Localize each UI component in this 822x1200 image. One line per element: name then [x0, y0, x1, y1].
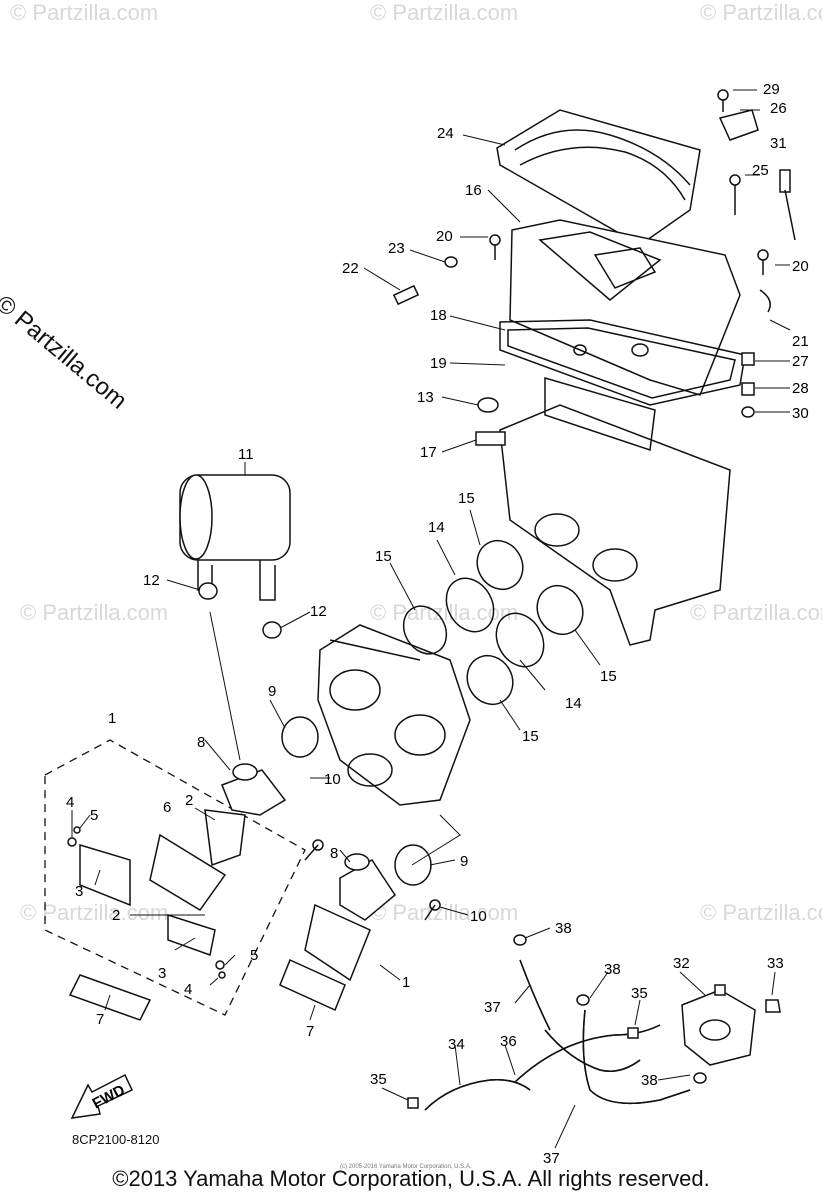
callout-number: 10 [324, 771, 341, 788]
watermark: © Partzilla.com [690, 600, 822, 625]
tiny-credit: (c) 2005-2016 Yamaha Motor Corporation, … [340, 1164, 472, 1170]
watermark: © Partzilla.com [10, 0, 158, 25]
callout-number: 26 [770, 100, 787, 117]
callout-number: 37 [484, 999, 501, 1016]
callout-number: 5 [250, 947, 258, 964]
callout-number: 24 [437, 125, 454, 142]
callout-number: 2 [185, 792, 193, 809]
callout-number: 5 [90, 807, 98, 824]
fwd-arrow: FWD [70, 1073, 133, 1119]
callout-number: 14 [565, 695, 582, 712]
callout-number: 1 [108, 710, 116, 727]
callout-number: 35 [370, 1071, 387, 1088]
callout-number: 23 [388, 240, 405, 257]
fuel-pump [681, 984, 756, 1066]
callout-number: 15 [458, 490, 475, 507]
copyright-notice: ©2013 Yamaha Motor Corporation, U.S.A. A… [112, 1166, 710, 1191]
callout-number: 32 [673, 955, 690, 972]
callout-number: 38 [555, 920, 572, 937]
air-filter-cover [496, 109, 701, 246]
leader-lines [71, 89, 791, 1149]
reed-valve-group-outline [44, 739, 306, 1016]
callout-number: 27 [792, 353, 809, 370]
fasteners [67, 89, 796, 1109]
callout-number: 4 [184, 981, 192, 998]
air-box-upper [509, 219, 741, 396]
callout-number: 34 [448, 1036, 465, 1053]
watermark: © Partzilla.com [20, 600, 168, 625]
air-box-gasket [499, 319, 746, 406]
callout-number: 25 [752, 162, 769, 179]
callout-number: 35 [631, 985, 648, 1002]
watermark: © Partzilla.com [20, 900, 168, 925]
watermark: © Partzilla.com [370, 900, 518, 925]
watermark: © Partzilla.com [370, 600, 518, 625]
callout-number: 37 [543, 1150, 560, 1167]
callout-number: 20 [436, 228, 453, 245]
watermark: © Partzilla.com [700, 0, 822, 25]
callout-number: 7 [306, 1023, 314, 1040]
watermark: © Partzilla.com [700, 900, 822, 925]
callout-number: 1 [402, 974, 410, 991]
reed-valve-parts [68, 763, 396, 1021]
callout-number: 17 [420, 444, 437, 461]
callout-number: 33 [767, 955, 784, 972]
callout-number: 12 [143, 572, 160, 589]
callout-number: 29 [763, 81, 780, 98]
callout-number: 11 [238, 446, 254, 463]
callout-number: 9 [268, 683, 276, 700]
callout-number: 9 [460, 853, 468, 870]
callout-number: 18 [430, 307, 447, 324]
silencer [179, 474, 291, 601]
callout-number: 15 [522, 728, 539, 745]
callout-number: 4 [66, 794, 74, 811]
callout-number: 14 [428, 519, 445, 536]
watermark-layer: © Partzilla.com © Partzilla.com © Partzi… [10, 0, 822, 925]
carburetor-assembly [317, 624, 471, 806]
callout-number: 20 [792, 258, 809, 275]
hose-set [424, 959, 691, 1111]
callout-number: 28 [792, 380, 809, 397]
watermark: © Partzilla.com [370, 0, 518, 25]
callout-number: 2 [112, 907, 120, 924]
callout-number: 36 [500, 1033, 517, 1050]
callout-number: 31 [770, 135, 787, 152]
callout-number: 8 [330, 845, 338, 862]
air-box-lower [499, 377, 731, 646]
callout-number: 38 [604, 961, 621, 978]
callout-number: 10 [470, 908, 487, 925]
callout-number: 15 [375, 548, 392, 565]
callout-number: 38 [641, 1072, 658, 1089]
callout-number: 12 [310, 603, 327, 620]
callout-number: 6 [163, 799, 171, 816]
callout-number: 19 [430, 355, 447, 372]
callout-number: 8 [197, 734, 205, 751]
callout-number: 22 [342, 260, 359, 277]
callout-labels: 1 1 2 2 3 3 4 4 5 5 6 7 7 8 8 9 9 10 10 … [66, 81, 809, 1167]
drawing-code: 8CP2100-8120 [72, 1132, 160, 1147]
callout-number: 21 [792, 333, 809, 350]
callout-number: 3 [158, 965, 166, 982]
callout-number: 13 [417, 389, 434, 406]
callout-number: 3 [75, 883, 83, 900]
callout-number: 16 [465, 182, 482, 199]
callout-number: 15 [600, 668, 617, 685]
callout-number: 30 [792, 405, 809, 422]
callout-number: 7 [96, 1011, 104, 1028]
